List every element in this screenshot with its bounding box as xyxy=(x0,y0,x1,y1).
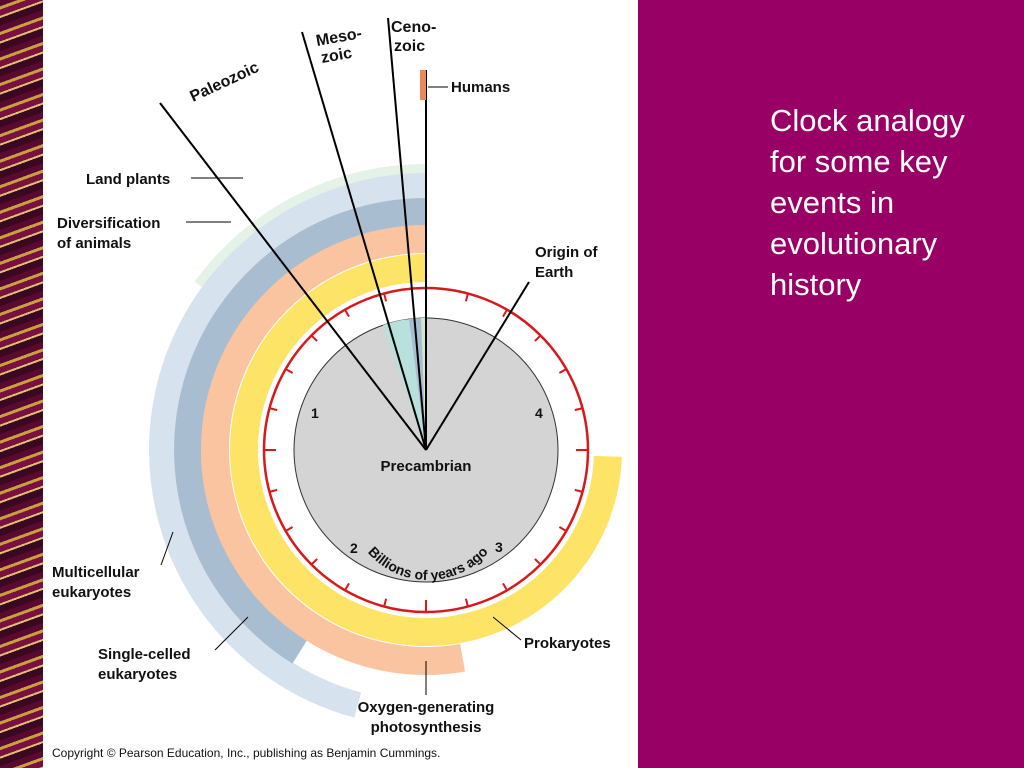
clock-tick xyxy=(574,488,583,493)
multicellular-eukaryotes-band xyxy=(149,173,427,718)
clock-tick xyxy=(310,334,318,342)
origin-label-line2: Earth xyxy=(535,264,573,281)
prokaryotes-band xyxy=(230,254,622,646)
single-celled-leader xyxy=(214,616,249,651)
diversification-label-line1: Diversification xyxy=(57,215,160,232)
prokaryotes-leader xyxy=(492,616,522,641)
copyright-notice: Copyright © Pearson Education, Inc., pub… xyxy=(52,746,441,760)
multicellular-leader xyxy=(160,531,174,566)
clock-tick xyxy=(383,598,388,607)
single-celled-label-line1: Single-celled xyxy=(98,646,191,663)
precambrian-label: Precambrian xyxy=(381,458,472,475)
origin-label-line1: Origin of xyxy=(535,244,598,261)
clock-tick xyxy=(534,558,542,566)
humans-marker xyxy=(420,70,426,100)
prokaryotes-label: Prokaryotes xyxy=(524,635,611,652)
clock-tick xyxy=(310,558,318,566)
land-plants-label: Land plants xyxy=(86,171,170,188)
clock-ticks xyxy=(264,288,588,612)
single-celled-label-line2: eukaryotes xyxy=(98,666,177,683)
cenozoic-wedge xyxy=(421,317,426,450)
mesozoic-line xyxy=(301,31,427,451)
clock-tick xyxy=(464,293,469,302)
clock-number-1: 1 xyxy=(311,405,319,421)
oxygen-label-line2: photosynthesis xyxy=(371,719,482,736)
event-bands xyxy=(149,164,622,718)
diversification-label-line2: of animals xyxy=(57,235,131,252)
clock-tick xyxy=(344,309,350,318)
clock-tick xyxy=(558,368,567,374)
cenozoic-line xyxy=(387,17,427,451)
oxygen-label-line1: Oxygen-generating xyxy=(358,699,495,716)
clock-tick xyxy=(574,407,583,412)
paleozoic-line xyxy=(159,102,427,451)
geologic-clock-diagram: Paleozoic Meso- zoic Ceno- zoic Precambr… xyxy=(52,17,622,736)
clock-number-3: 3 xyxy=(495,539,503,555)
clock-tick xyxy=(285,526,294,532)
clock-tick xyxy=(269,407,278,412)
clock-tick xyxy=(269,488,278,493)
decorative-ribbon-strip xyxy=(0,0,43,768)
clock-tick xyxy=(558,526,567,532)
humans-label: Humans xyxy=(451,79,510,96)
clock-number-2: 2 xyxy=(350,540,358,556)
paleozoic-label: Paleozoic xyxy=(188,59,262,106)
slide-caption: Clock analogy for some key events in evo… xyxy=(770,103,965,302)
clock-tick xyxy=(344,582,350,591)
single-celled-eukaryotes-band xyxy=(174,198,427,664)
multicellular-label-line1: Multicellular xyxy=(52,564,140,581)
clock-tick xyxy=(502,582,508,591)
clock-tick xyxy=(383,293,388,302)
oxygen-photosynthesis-band xyxy=(201,225,466,675)
clock-tick xyxy=(502,309,508,318)
mesozoic-wedge xyxy=(409,317,426,450)
clock-number-4: 4 xyxy=(535,405,543,421)
cenozoic-label-line2: zoic xyxy=(394,38,425,55)
multicellular-label-line2: eukaryotes xyxy=(52,584,131,601)
origin-of-earth-line xyxy=(425,281,530,451)
diagram-panel: Paleozoic Meso- zoic Ceno- zoic Precambr… xyxy=(43,0,638,768)
cenozoic-label-line1: Ceno- xyxy=(391,19,436,36)
clock-tick xyxy=(285,368,294,374)
mesozoic-label-line2: zoic xyxy=(320,45,354,67)
clock-tick xyxy=(534,334,542,342)
clock-tick xyxy=(464,598,469,607)
